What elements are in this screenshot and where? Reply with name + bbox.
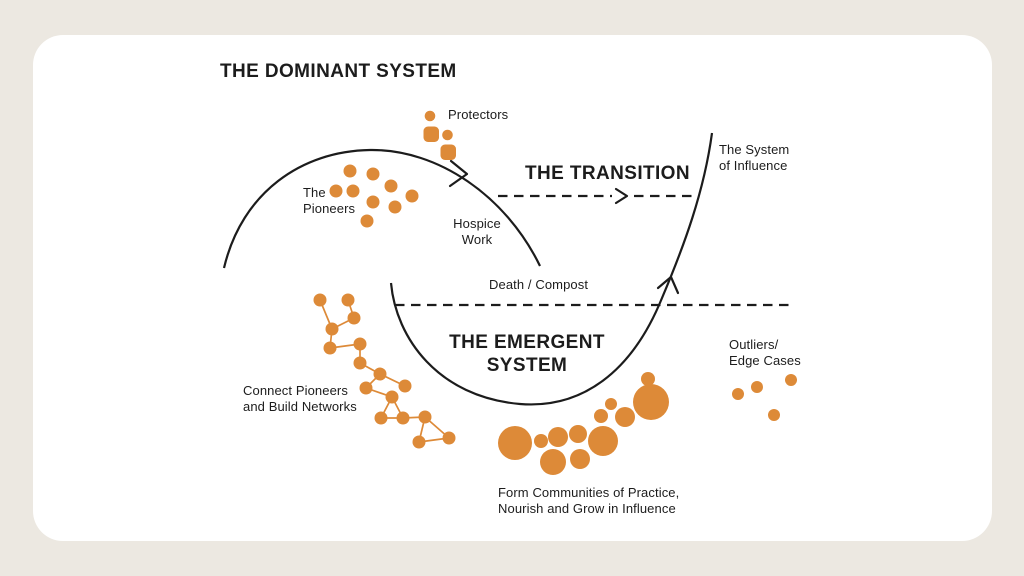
protector-person-icon xyxy=(423,110,456,160)
pioneers-label: The Pioneers xyxy=(303,185,356,216)
system-of-influence-label: The System of Influence xyxy=(719,142,790,173)
emergent-curve-arrow-icon xyxy=(656,275,680,295)
connect-pioneers-label: Connect Pioneers and Build Networks xyxy=(243,383,357,414)
pioneer-network xyxy=(313,293,456,449)
protectors-label: Protectors xyxy=(448,107,509,122)
transition-dashed-arrow-icon xyxy=(498,187,692,205)
communities-circles xyxy=(498,372,669,475)
form-communities-label: Form Communities of Practice, Nourish an… xyxy=(498,485,680,516)
outliers-label: Outliers/ Edge Cases xyxy=(729,337,801,368)
pioneers-dots xyxy=(329,164,419,228)
transition-title: THE TRANSITION xyxy=(525,163,690,184)
death-compost-label: Death / Compost xyxy=(489,277,589,292)
dominant-curve-arrow-icon xyxy=(448,159,469,188)
network-nodes xyxy=(313,293,456,449)
hospice-work-label: Hospice Work xyxy=(453,216,501,247)
outliers-dots xyxy=(732,374,797,421)
dominant-system-curve xyxy=(222,148,541,269)
emergent-system-curve xyxy=(389,132,714,406)
emergent-system-title: THE EMERGENT SYSTEM xyxy=(449,332,605,376)
dominant-system-title: THE DOMINANT SYSTEM xyxy=(220,61,457,82)
